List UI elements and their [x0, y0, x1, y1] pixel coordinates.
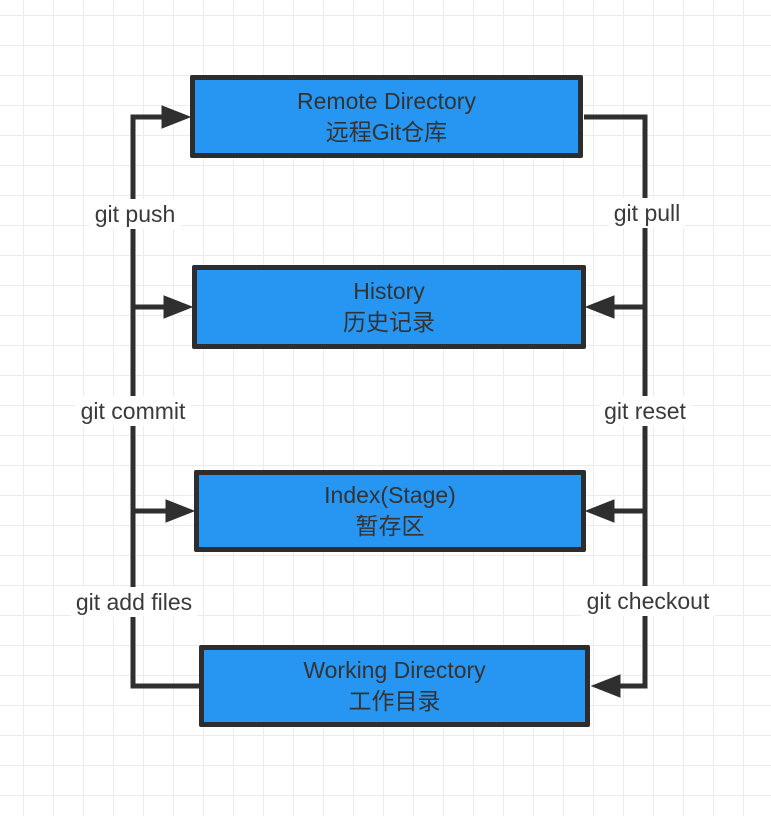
- node-remote-directory-title-en: Remote Directory: [297, 87, 476, 114]
- edge-label-git-add-files: git add files: [70, 587, 198, 617]
- node-working-directory-title-zh: 工作目录: [348, 688, 441, 714]
- node-index-stage: Index(Stage) 暂存区: [194, 470, 586, 552]
- edge-label-git-pull: git pull: [608, 198, 686, 228]
- arrowhead-into-remote-left: [161, 105, 192, 129]
- arrowhead-into-history-left: [163, 295, 194, 319]
- edge-label-git-commit: git commit: [75, 396, 191, 426]
- node-working-directory: Working Directory 工作目录: [199, 645, 590, 727]
- node-index-stage-title-en: Index(Stage): [324, 482, 456, 508]
- arrowhead-into-working-right: [590, 674, 621, 698]
- edge-label-git-push: git push: [89, 199, 181, 229]
- node-remote-directory: Remote Directory 远程Git仓库: [190, 75, 583, 158]
- node-history-title-zh: 历史记录: [343, 309, 435, 335]
- arrowhead-into-index-left: [165, 499, 196, 523]
- node-history: History 历史记录: [192, 265, 586, 349]
- node-remote-directory-title-zh: 远程Git仓库: [325, 118, 448, 145]
- node-working-directory-title-en: Working Directory: [303, 657, 486, 683]
- arrowhead-into-history-right: [584, 295, 615, 319]
- node-history-title-en: History: [353, 278, 425, 304]
- edge-label-git-reset: git reset: [599, 396, 691, 426]
- arrowhead-into-index-right: [584, 499, 615, 523]
- edge-label-git-checkout: git checkout: [581, 586, 715, 616]
- node-index-stage-title-zh: 暂存区: [355, 513, 425, 539]
